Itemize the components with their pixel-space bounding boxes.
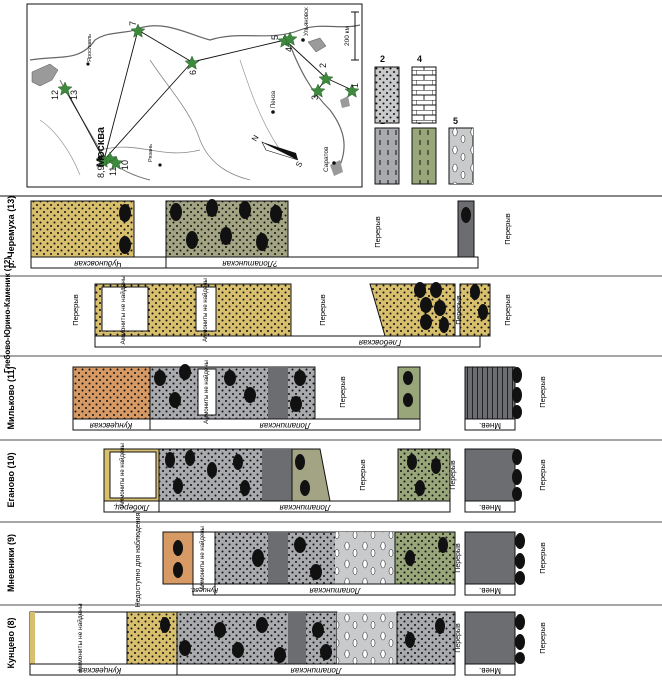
- formation-label: Лопатинская: [309, 586, 362, 595]
- site-marker-icon: [184, 55, 200, 70]
- city-label-saratov: Саратов: [323, 146, 330, 172]
- site-number-1: 1: [350, 83, 360, 88]
- site-number-6: 6: [188, 70, 198, 75]
- city-dot-icon: [301, 38, 305, 42]
- gap-label: Перерыв: [318, 294, 327, 325]
- city-dot-icon: [271, 110, 275, 114]
- city-dot-icon: [97, 155, 103, 161]
- note-label: Аммониты не найдены: [199, 526, 206, 590]
- section-title: р. Черемуха (13): [6, 196, 16, 268]
- formation-label: Чудиновская: [73, 259, 121, 268]
- formation-label: Лопатинская: [259, 421, 312, 430]
- section-title: Глебово-Юрино-Каменик (12): [3, 257, 12, 373]
- note-label: Аммониты не найдены: [76, 603, 84, 672]
- note-label: Недоступно для наблюдения: [134, 512, 142, 607]
- site-marker-icon: [282, 31, 298, 46]
- city-label-ryazan: Рязань: [148, 144, 154, 162]
- site-number-12: 12: [50, 90, 60, 100]
- section-kuntsevo: Кунцевская Лопатинская Мнев. Аммониты не…: [29, 603, 547, 676]
- gap-label: Перерыв: [538, 542, 547, 573]
- site-number-13: 13: [69, 90, 79, 100]
- formation-label: Глебовская: [358, 338, 401, 347]
- section-title: Кунцево (8): [6, 618, 16, 669]
- site-number-4: 4: [284, 47, 294, 52]
- formation-label: Мнев.: [479, 503, 501, 512]
- compass-n-label: N: [250, 133, 261, 143]
- legend-item-2: 2: [374, 54, 400, 124]
- site-number-2: 2: [318, 63, 328, 68]
- section-milkovo: Кунцевская Лопатинская Мнев. Аммониты не…: [72, 360, 547, 431]
- legend-item-1: 1: [374, 116, 400, 185]
- legend-item-3: 3: [411, 116, 437, 185]
- section-title: Еганово (10): [6, 452, 16, 507]
- gap-label: Перерыв: [71, 294, 80, 325]
- formation-label: Кунцевс.: [190, 586, 218, 593]
- svg-text:2: 2: [380, 54, 385, 64]
- gap-label: Перерыв: [455, 623, 462, 653]
- site-number-8-9: 8,9: [96, 165, 106, 178]
- city-dot-icon: [86, 62, 90, 66]
- gap-label: Перерыв: [538, 622, 547, 653]
- legend-item-5: 5: [448, 116, 474, 185]
- site-number-3: 3: [310, 95, 320, 100]
- city-label-yaroslavl: Ярославль: [87, 34, 93, 62]
- gap-label: Перерыв: [373, 216, 382, 247]
- scale-bar: 200 км: [344, 11, 359, 61]
- gap-label: Перерыв: [456, 295, 463, 325]
- scale-label: 200 км: [344, 25, 351, 45]
- site-marker-icon: [344, 83, 360, 98]
- svg-text:5: 5: [453, 116, 458, 126]
- section-glebovo: Глебовская Аммониты не найдены Аммониты …: [71, 275, 512, 348]
- formation-label: Мнев.: [479, 586, 501, 595]
- legend-item-4: 4: [411, 54, 437, 124]
- section-title: Мневники (9): [6, 534, 16, 592]
- site-marker-icon: [108, 155, 124, 170]
- formation-label: Мнев.: [479, 421, 501, 430]
- site-marker-icon: [318, 71, 334, 86]
- section-eganovo: Люберец. Лопатинская Мнев. Аммониты не н…: [103, 443, 547, 513]
- note-label: Аммониты не найдены: [119, 443, 126, 507]
- formation-label: Лопатинская: [279, 503, 332, 512]
- note-label: Аммониты не найдены: [202, 278, 209, 342]
- formation-label: Мнев.: [479, 666, 501, 675]
- formation-label: ?Лопатинская: [222, 259, 278, 268]
- compass-s-label: S: [294, 160, 304, 169]
- city-dot-icon: [158, 163, 162, 167]
- section-mnevniki: Кунцевс. Лопатинская Мнев. Недоступно дл…: [134, 512, 547, 607]
- formation-label: Люберец.: [113, 503, 150, 512]
- note-label: Аммониты не найдены: [203, 360, 210, 424]
- note-label: Аммониты не найдены: [119, 275, 127, 344]
- city-label-ulyanovsk: Ульяновск: [304, 7, 310, 36]
- site-marker-icon: [57, 81, 73, 96]
- section-title: Мильково (11): [6, 366, 16, 429]
- site-number-11: 11: [108, 167, 118, 176]
- site-number-7: 7: [128, 21, 138, 26]
- gap-label: Перерыв: [503, 294, 512, 325]
- formation-label: Кунцевская: [78, 666, 121, 675]
- formation-label: Лопатинская: [290, 666, 343, 675]
- city-dot-icon: [332, 161, 336, 165]
- section-cheremukha: Чудиновская ?Лопатинская Перерыв Перерыв: [30, 199, 512, 269]
- site-number-10: 10: [120, 160, 130, 170]
- gap-label: Перерыв: [338, 376, 347, 407]
- legend: 1 2 3 4 5: [374, 54, 474, 185]
- gap-label: Перерыв: [538, 376, 547, 407]
- gap-label: Перерыв: [455, 543, 462, 573]
- gap-label: Перерыв: [503, 213, 512, 244]
- gap-label: Перерыв: [538, 459, 547, 490]
- map-panel: Москва Пенза Саратов Ульяновск Рязань Яр…: [26, 3, 363, 188]
- gap-label: Перерыв: [450, 460, 457, 490]
- svg-text:4: 4: [417, 54, 422, 64]
- city-label-penza: Пенза: [271, 90, 277, 108]
- formation-label: Кунцевская: [89, 421, 132, 430]
- gap-label: Перерыв: [358, 459, 367, 490]
- compass-icon: N S: [250, 133, 304, 169]
- site-marker-icon: [310, 83, 326, 98]
- site-marker-icon: [130, 23, 146, 38]
- site-number-5: 5: [270, 35, 280, 40]
- city-label-moscow: Москва: [95, 126, 107, 167]
